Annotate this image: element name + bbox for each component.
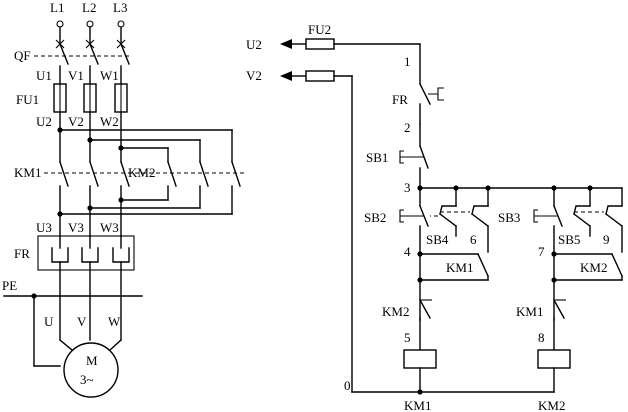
overload-fr-main: FR [14,235,135,271]
node-6: 6 [470,232,477,247]
contactor-km1-main: KM1 [14,161,130,187]
block-contact-km2-label: KM2 [382,304,409,319]
hold-contact-km2-label: KM2 [580,260,607,275]
hold-contact-km1-label: KM1 [446,260,473,275]
fr-contact-label: FR [392,92,408,107]
reverse-button-sb3: SB3 [498,187,563,227]
hold-contact-km1: KM1 [419,253,489,281]
overload-fr-label: FR [14,246,30,261]
terminal-w1: W1 [100,68,119,83]
breaker-qf: QF [14,39,132,65]
node-4: 4 [404,244,411,259]
breaker-label: QF [14,48,31,63]
motor-symbol: M [86,353,98,368]
node-1: 1 [404,54,411,69]
interlock-sb5-label: SB5 [558,232,580,247]
earth-label: PE [2,278,17,293]
coil-km1-label: KM1 [404,398,431,412]
node-7: 7 [538,244,545,259]
forward-button-sb2: SB2 [364,187,429,227]
contactor-km2-main: KM2 [128,161,241,187]
fuse-fu1-label: FU1 [16,92,39,107]
terminal-w3: W3 [100,220,119,235]
earth-pe: PE [2,278,143,367]
node-0: 0 [344,378,351,393]
coil-km2-label: KM2 [538,398,565,412]
terminal-v2: V2 [68,114,84,129]
block-contact-km1: KM1 [516,299,566,319]
fuse-fu1: FU1 [16,83,128,113]
coil-km1 [403,349,437,369]
motor-lead-v: V [77,314,87,329]
contactor-km1-label: KM1 [14,165,41,180]
hold-contact-km2: KM2 [553,253,623,281]
block-contact-km2: KM2 [382,299,432,319]
node-8: 8 [538,330,545,345]
interlock-sb5: SB5 [558,187,591,247]
terminal-w2: W2 [100,114,119,129]
fr-contact: FR [392,83,444,125]
node-9: 9 [603,232,610,247]
interlock-sb4-label: SB4 [426,232,449,247]
block-contact-km1-label: KM1 [516,304,543,319]
fuse-fu2-bottom [305,70,335,82]
fuse-fu2-label: FU2 [308,22,331,37]
control-circuit: U2 FU2 1 V2 0 FR 2 SB1 3 [246,22,623,412]
motor-m: M 3~ [59,339,122,398]
power-circuit: L1 L2 L3 QF U1 V1 W1 [2,0,244,398]
terminal-u2: U2 [36,114,52,129]
terminal-v1: V1 [68,68,84,83]
reverse-button-label: SB3 [498,210,520,225]
interlock-sb4: SB4 [426,187,457,247]
control-out-v2: V2 [246,68,262,83]
phase-label-l1: L1 [50,0,64,15]
coil-km2 [537,349,571,369]
node-2: 2 [404,120,411,135]
node-5: 5 [404,330,411,345]
control-out-u2: U2 [246,37,262,52]
node-3: 3 [404,180,411,195]
terminal-l2 [86,20,94,28]
terminal-l3 [117,20,125,28]
stop-button-label: SB1 [366,150,388,165]
motor-lead-u: U [44,314,54,329]
terminal-l1 [56,20,64,28]
forward-button-label: SB2 [364,210,386,225]
phase-label-l3: L3 [113,0,127,15]
terminal-u3: U3 [36,220,52,235]
phase-label-l2: L2 [82,0,96,15]
stop-button-sb1: SB1 [366,145,429,169]
motor-lead-w: W [108,314,121,329]
motor-phase: 3~ [80,372,94,387]
fuse-fu2-top [305,38,335,50]
terminal-v3: V3 [68,220,84,235]
contactor-km2-label: KM2 [128,165,155,180]
terminal-u1: U1 [36,68,52,83]
